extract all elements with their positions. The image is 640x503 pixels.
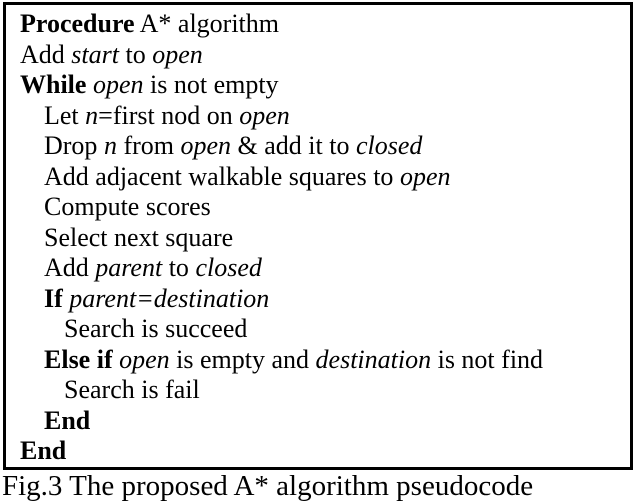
code-segment: =first nod on (98, 100, 240, 130)
code-segment: open (239, 100, 290, 130)
code-segment: open (119, 344, 170, 374)
code-segment: closed (195, 253, 262, 282)
code-segment: open (92, 70, 144, 99)
code-segment: is empty and (169, 344, 316, 374)
code-segment: parent (95, 253, 163, 282)
code-segment: n (85, 100, 99, 130)
code-line: Procedure A* algorithm (20, 9, 626, 40)
code-line: Add start to open (20, 40, 626, 71)
code-segment: Let (44, 100, 86, 130)
code-segment: open (152, 39, 203, 69)
code-segment: A* algorithm (134, 9, 279, 38)
code-segment: to (118, 39, 153, 69)
code-line: Select next square (20, 223, 626, 254)
code-segment: & add it to (231, 131, 356, 160)
code-segment: Compute scores (44, 192, 211, 221)
code-segment: End (20, 436, 67, 465)
code-segment: Procedure (20, 9, 135, 38)
code-segment: While (20, 70, 87, 99)
code-segment: Drop (44, 131, 104, 160)
code-segment: open (180, 131, 232, 160)
code-segment: start (71, 39, 119, 69)
code-segment: open (399, 161, 451, 191)
code-segment: to (162, 253, 196, 282)
code-line: Else if open is empty and destination is… (20, 345, 626, 376)
code-segment: Search is succeed (64, 314, 248, 343)
code-segment: Select next square (44, 222, 234, 252)
code-segment: If (44, 283, 63, 313)
code-segment: is not empty (143, 70, 279, 99)
code-segment: is not find (431, 344, 544, 374)
code-segment: End (44, 405, 91, 435)
code-line: End (20, 436, 626, 467)
figure-caption: Fig.3 The proposed A* algorithm pseudoco… (2, 470, 534, 502)
code-line: Compute scores (20, 192, 626, 223)
code-segment: n (103, 131, 117, 160)
code-segment: Add (44, 253, 96, 282)
code-segment: Add (20, 39, 72, 69)
code-line: End (20, 406, 626, 437)
code-line: Search is fail (20, 375, 626, 406)
code-line: Let n=first nod on open (20, 101, 626, 132)
code-segment: parent=destination (69, 283, 270, 313)
code-line: While open is not empty (20, 70, 626, 101)
code-line: Add parent to closed (20, 253, 626, 284)
code-segment: Else if (44, 344, 113, 374)
code-line: Search is succeed (20, 314, 626, 345)
code-line: Add adjacent walkable squares to open (20, 162, 626, 193)
code-line: If parent=destination (20, 284, 626, 315)
code-segment: Search is fail (64, 375, 200, 404)
code-segment: closed (355, 131, 423, 160)
code-segment: from (116, 131, 181, 160)
code-segment: Add adjacent walkable squares to (44, 161, 400, 191)
code-segment: destination (315, 344, 432, 374)
code-line: Drop n from open & add it to closed (20, 131, 626, 162)
